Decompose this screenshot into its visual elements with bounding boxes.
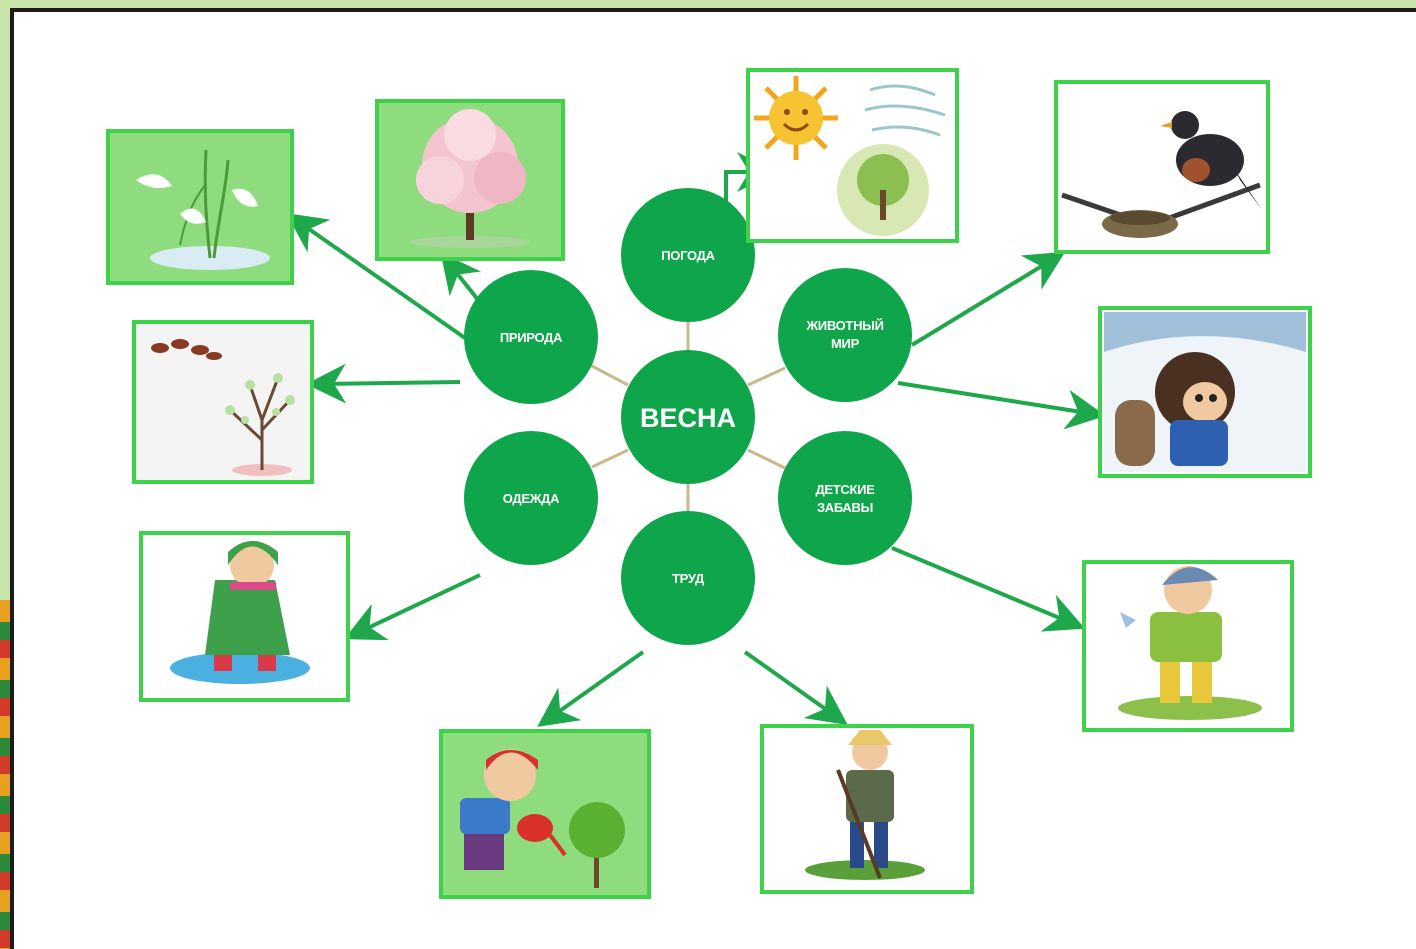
node-detskie-label-2: ЗАБАВЫ xyxy=(817,500,873,515)
node-center-label: ВЕСНА xyxy=(640,403,736,433)
snowdrops-picture xyxy=(106,129,294,285)
node-detskie-zabavy: ДЕТСКИЕ ЗАБАВЫ xyxy=(778,431,912,565)
node-pogoda-label: ПОГОДА xyxy=(661,248,715,263)
node-zhivotny-label-2: МИР xyxy=(831,336,860,351)
bird-nest-picture xyxy=(1054,80,1270,254)
arrow-trud-watering xyxy=(537,650,645,727)
node-zhivotny-label-1: ЖИВОТНЫЙ xyxy=(805,318,883,333)
man-raking-picture xyxy=(760,724,974,894)
arrow-priroda-birds xyxy=(306,363,461,404)
arrow-trud-raking xyxy=(743,650,848,725)
child-in-raincoat-picture xyxy=(139,531,350,702)
hedgehog-picture xyxy=(1098,306,1312,478)
boy-with-bird-picture xyxy=(1082,560,1294,732)
node-priroda-label: ПРИРОДА xyxy=(500,330,563,345)
connector-detskie xyxy=(747,448,786,470)
connector-zhivotny xyxy=(747,366,786,387)
decorative-border-strip xyxy=(0,600,12,949)
arrow-detskie-boy xyxy=(891,546,1086,632)
node-detskie-label-1: ДЕТСКИЕ xyxy=(815,482,875,497)
blossoming-tree-picture xyxy=(375,99,565,261)
connector-priroda xyxy=(589,363,629,387)
node-odezhda-label: ОДЕЖДА xyxy=(503,491,560,506)
node-center-vesna: ВЕСНА xyxy=(621,350,755,484)
node-trud: ТРУД xyxy=(621,511,755,645)
weather-sun-wind-rain-picture xyxy=(746,68,959,243)
arrow-zhivotny-hedgehog xyxy=(897,381,1106,430)
arrow-priroda-snowdrops xyxy=(286,213,467,340)
node-trud-label: ТРУД xyxy=(672,571,705,586)
arrow-zhivotny-bird xyxy=(910,251,1066,347)
node-odezhda: ОДЕЖДА xyxy=(464,431,598,565)
connector-odezhda xyxy=(591,448,629,469)
arrow-odezhda-child xyxy=(344,573,481,641)
node-priroda: ПРИРОДА xyxy=(464,270,598,404)
node-zhivotny-mir: ЖИВОТНЫЙ МИР xyxy=(778,268,912,402)
boy-watering-tree-picture xyxy=(439,729,651,899)
node-pogoda: ПОГОДА xyxy=(621,188,755,322)
birds-budding-tree-picture xyxy=(132,320,314,484)
